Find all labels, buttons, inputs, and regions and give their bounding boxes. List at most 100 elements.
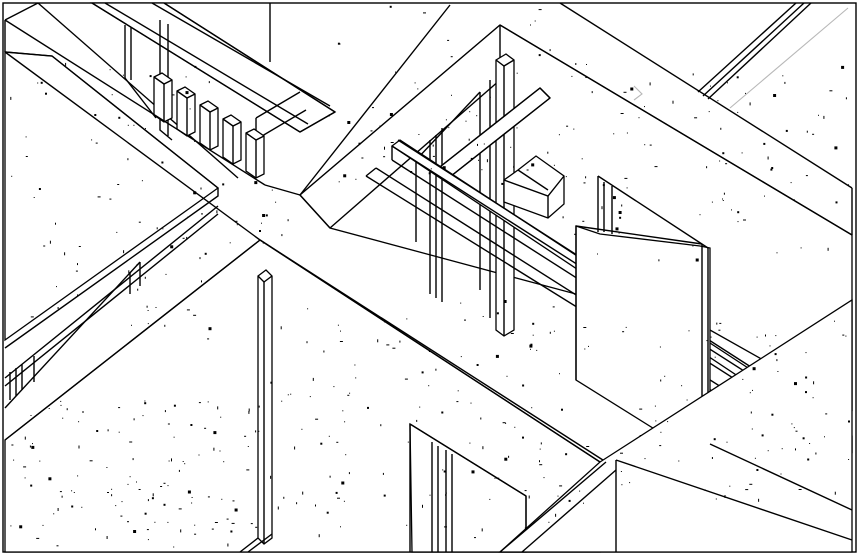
stipple-dot [583, 182, 586, 184]
stipple-dot [318, 534, 320, 538]
stipple-dot [722, 200, 724, 201]
stipple-dot [271, 189, 273, 191]
stipple-dot [630, 87, 634, 91]
stipple-dot [226, 518, 229, 520]
stipple-dot [144, 402, 147, 405]
stipple-dot [489, 96, 491, 98]
stipple-dot [223, 461, 225, 463]
baluster-row [153, 72, 265, 179]
stipple-dot [81, 506, 83, 508]
stipple-dot [818, 114, 819, 116]
stipple-dot [118, 407, 121, 409]
stipple-dot [751, 428, 753, 430]
stipple-dot [343, 500, 345, 502]
stipple-dot [750, 411, 752, 414]
stipple-dot [460, 302, 462, 304]
stipple-dot [834, 146, 838, 150]
stipple-dot [307, 308, 309, 310]
stipple-dot [333, 386, 335, 388]
stipple-dot [813, 381, 815, 385]
stipple-dot [115, 505, 117, 507]
stipple-dot [342, 410, 344, 412]
stipple-dot [107, 429, 109, 432]
stipple-dot [372, 107, 374, 109]
stipple-dot [248, 410, 250, 414]
stipple-dot [229, 242, 231, 244]
stipple-dot [194, 141, 196, 142]
stipple-dot [345, 454, 347, 456]
stipple-dot [476, 115, 478, 117]
stipple-dot [11, 444, 14, 446]
stipple-dot [442, 166, 446, 170]
stipple-dot [815, 452, 817, 455]
stipple-dot [389, 113, 393, 116]
stipple-dot [127, 158, 129, 161]
stipple-dot [621, 204, 623, 207]
stipple-dot [227, 543, 229, 547]
stipple-dot [727, 82, 728, 84]
stipple-dot [568, 499, 571, 502]
stipple-dot [547, 151, 549, 154]
stipple-dot [704, 489, 706, 491]
stipple-dot [309, 396, 311, 398]
stipple-dot [464, 319, 466, 321]
stipple-dot [522, 384, 525, 387]
stipple-dot [470, 402, 472, 404]
stipple-dot [729, 485, 731, 487]
stipple-dot [539, 448, 541, 450]
stipple-dot [287, 394, 289, 396]
stipple-dot [559, 373, 560, 375]
stipple-dot [834, 320, 835, 322]
stipple-dot [171, 458, 172, 462]
stipple-dot [626, 132, 628, 134]
stipple-dot [340, 330, 341, 332]
stipple-dot [574, 233, 577, 235]
stipple-dot [45, 92, 47, 95]
stipple-dot [270, 381, 273, 384]
stipple-dot [201, 280, 202, 283]
stipple-dot [848, 420, 850, 423]
stipple-dot [77, 263, 78, 266]
stipple-dot [713, 438, 716, 441]
stipple-dot [132, 458, 134, 461]
stipple-dot [486, 159, 488, 163]
stipple-dot [644, 144, 646, 146]
stipple-dot [516, 127, 518, 129]
stipple-dot [95, 528, 96, 531]
stipple-dot [719, 160, 721, 162]
stipple-dot [191, 497, 193, 498]
stipple-dot [526, 169, 529, 171]
stipple-dot [639, 435, 641, 436]
stipple-dot [31, 445, 35, 449]
stipple-dot [312, 377, 314, 381]
stipple-dot [367, 406, 369, 409]
stipple-dot [775, 335, 777, 337]
stipple-dot [743, 219, 746, 221]
stipple-dot [482, 316, 484, 317]
cross-beam-upper-left [89, 2, 337, 150]
stipple-dot [549, 331, 551, 334]
stipple-dot [344, 421, 346, 423]
stipple-dot [443, 470, 446, 473]
stipple-dot [441, 411, 444, 414]
stipple-dot [123, 250, 125, 254]
stipple-dot [129, 441, 133, 443]
stipple-dot [767, 156, 769, 160]
stipple-dot [716, 322, 718, 325]
stipple-dot [782, 75, 784, 77]
stipple-dot [724, 495, 726, 498]
stipple-dot [382, 472, 384, 475]
stipple-dot [149, 75, 152, 78]
stipple-dot [165, 273, 167, 275]
stipple-dot [482, 446, 484, 450]
stipple-dot [672, 100, 674, 104]
stipple-dot [726, 441, 728, 443]
stipple-dot [277, 506, 279, 510]
stipple-dot [478, 159, 479, 161]
stipple-dot [33, 197, 35, 198]
stipple-dot [793, 427, 795, 429]
stipple-dot [71, 505, 74, 508]
stipple-dot [11, 175, 13, 177]
stipple-dot [384, 146, 385, 150]
